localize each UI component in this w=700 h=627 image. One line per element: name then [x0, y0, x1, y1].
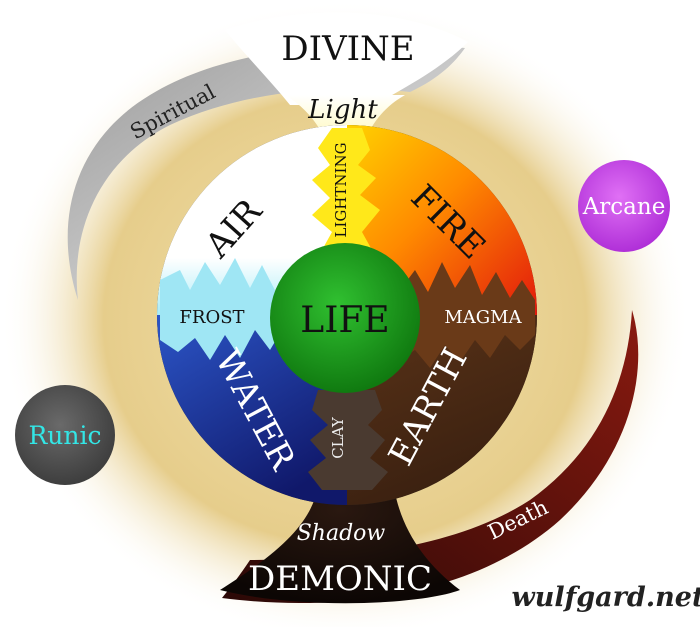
frost-band — [160, 258, 300, 360]
lightning-label: LIGHTNING — [332, 142, 350, 237]
element-wheel — [157, 125, 537, 505]
death-swoosh — [222, 310, 639, 604]
magma-label: MAGMA — [444, 307, 522, 328]
clay-label: CLAY — [329, 416, 347, 459]
demonic-label: DEMONIC — [248, 559, 432, 599]
runic-label: Runic — [28, 421, 101, 450]
lightning-band — [312, 128, 380, 250]
signature-label: wulfgard.net — [512, 582, 700, 613]
divine-label: DIVINE — [281, 29, 414, 69]
runic-orb — [15, 385, 115, 485]
spiritual-swoosh — [67, 44, 465, 300]
life-core — [270, 243, 420, 393]
frost-label: FROST — [179, 307, 244, 328]
shadow-label: Shadow — [297, 521, 386, 546]
arcane-label: Arcane — [582, 194, 666, 220]
clay-band — [308, 390, 388, 490]
light-label: Light — [307, 95, 378, 125]
demonic-band — [220, 470, 460, 604]
magma-band — [400, 262, 535, 368]
life-label: LIFE — [300, 300, 389, 341]
divine-band — [225, 12, 468, 105]
arcane-orb — [578, 160, 670, 252]
light-funnel — [285, 95, 405, 150]
